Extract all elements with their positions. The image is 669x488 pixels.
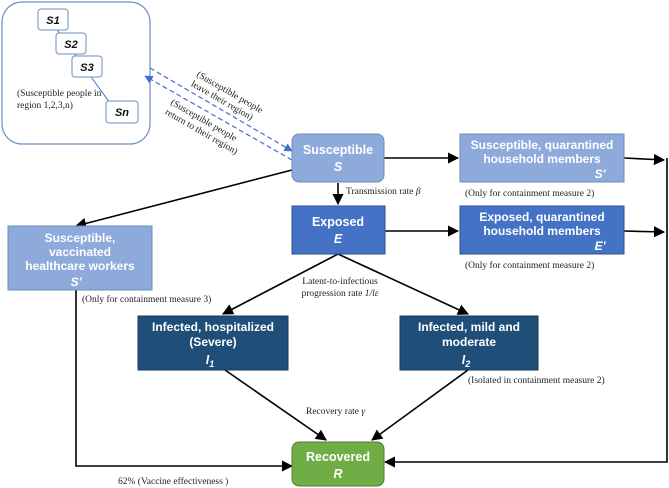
hosp-symbol-letter: I [206,353,210,367]
region-sn: Sn [105,100,139,124]
sq-note: (Only for containment measure 2) [465,188,594,199]
return-region-arrow [144,75,293,161]
latent-line2-label: progression rate [301,289,362,299]
susceptible-symbol: S [334,160,343,174]
recovery-label: Recovery rate [306,407,359,417]
eq-note: (Only for containment measure 2) [465,260,594,271]
hosp-line2: (Severe) [189,335,236,349]
region-s2-label: S2 [64,39,77,51]
recovery-note: Recovery rate γ [306,407,365,417]
vacc-line3: healthcare workers [25,259,135,273]
node-recovered: Recovered R [291,441,385,487]
vacc-symbol: S' [71,275,83,289]
recovered-title: Recovered [306,450,370,464]
mild-line2: moderate [442,335,496,349]
mild-symbol-letter: I [462,353,466,367]
node-vaccinated: Susceptible, vaccinated healthcare worke… [7,225,153,291]
sq-exit-arrow [623,153,666,166]
s-to-vacc-arrow [74,169,293,229]
e-to-hosp-arrow [222,253,339,315]
hosp-symbol: I1 [206,353,215,369]
latent-line1: Latent-to-infectious [302,276,378,287]
eq-exit-arrow [623,226,666,238]
recovered-symbol: R [333,467,342,481]
node-infected-hospitalized: Infected, hospitalized (Severe) I1 [137,315,289,371]
mild-symbol: I2 [462,353,471,369]
recovery-symbol: γ [361,407,365,417]
sq-symbol: S' [595,167,607,181]
latent-line2: progression rate 1/lε [301,289,378,299]
hosp-line1: Infected, hospitalized [152,320,274,334]
vacc-line1: Susceptible, [45,231,116,245]
transmission-label: Transmission rate [346,187,413,197]
vacc-line2: vaccinated [49,245,111,259]
e-to-mild-arrow [337,253,470,315]
region-s1: S1 [37,8,69,31]
leave-region-arrow [149,67,293,152]
eq-line2: household members [483,224,601,238]
region-caption-1: (Susceptible people in [17,88,102,99]
exposed-symbol: E [334,232,343,246]
sq-line1: Susceptible, quarantined [471,138,614,152]
eq-symbol: E' [595,239,607,253]
vacc-note: (Only for containment measure 3) [82,294,211,305]
vacc-to-r-arrow [75,290,294,472]
node-infected-mild: Infected, mild and moderate I2 [399,315,539,371]
region-sn-label: Sn [115,107,129,119]
node-exposed: Exposed E [291,205,386,255]
region-s2: S2 [55,32,87,55]
exposed-title: Exposed [312,215,364,229]
isolated-note: (Isolated in containment measure 2) [468,375,605,386]
mild-symbol-sub: 2 [464,359,470,369]
mild-to-r-arrow [371,369,469,441]
susceptible-title: Susceptible [303,143,373,157]
transmission-symbol: β [415,187,421,197]
eq-line1: Exposed, quarantined [479,210,604,224]
region-s1-label: S1 [46,15,59,27]
transmission-note: Transmission rate β [346,187,421,197]
region-s3-label: S3 [80,62,93,74]
hosp-symbol-sub: 1 [209,359,214,369]
region-s3: S3 [71,55,103,78]
latent-symbol: 1/lε [365,289,379,299]
node-susceptible: Susceptible S [291,133,385,183]
vaccine-effectiveness-note: 62% (Vaccine effectiveness ) [118,476,228,487]
hosp-to-r-arrow [224,369,327,441]
node-susceptible-quarantined: Susceptible, quarantined household membe… [459,133,625,183]
sq-line2: household members [483,152,601,166]
mild-line1: Infected, mild and [418,320,520,334]
quarantine-to-r-arrow [383,158,668,468]
region-panel: S1 S2 S3 Sn (Susceptible people in regio… [1,1,151,145]
region-caption-2: region 1,2,3,n) [17,100,73,111]
node-exposed-quarantined: Exposed, quarantined household members E… [459,205,625,255]
